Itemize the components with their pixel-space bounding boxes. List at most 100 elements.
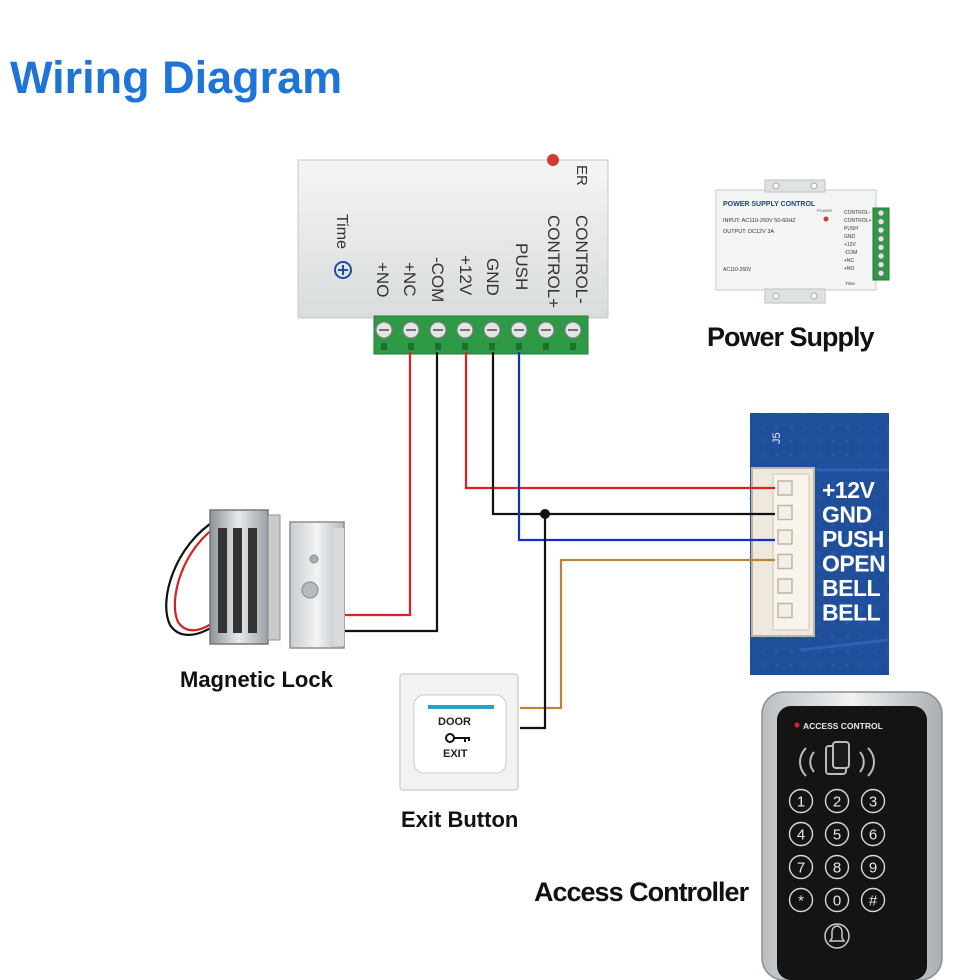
board-pin-label: PUSH [822, 526, 884, 552]
terminal-screw [877, 226, 885, 234]
rfid-icon [799, 741, 875, 777]
board-pin-hole [777, 504, 793, 521]
terminal-screw [877, 269, 885, 277]
keypad-key-label: 1 [797, 794, 805, 811]
wire-black-gnd-board [491, 352, 775, 516]
psu-terminal-label: CONTROL+ [544, 215, 563, 308]
keypad-brand: ACCESS CONTROL [803, 721, 883, 731]
label-magnetic-lock: Magnetic Lock [180, 667, 334, 692]
exit-button-line2: EXIT [443, 748, 468, 760]
psu-terminal-label: +12V [456, 255, 475, 296]
psu-photo-terminal-label: +NC [844, 258, 855, 264]
time-adjust-icon [334, 261, 352, 279]
psu-terminal-label: PUSH [512, 243, 531, 290]
terminal-screw [456, 321, 474, 350]
terminal-screw [877, 261, 885, 269]
psu-top-text: ER [573, 165, 590, 186]
wire-black-gnd-exit [520, 514, 547, 730]
keypad-key[interactable]: 8 [824, 854, 850, 880]
board-connector-mark: J5 [771, 432, 783, 444]
terminal-screw [877, 252, 885, 260]
wire-red-nc-lock [345, 352, 412, 617]
label-exit-button: Exit Button [401, 807, 518, 832]
bell-icon [824, 923, 850, 949]
board-pin-label: GND [822, 502, 872, 528]
psu-photo-input: INPUT: AC110-260V 50-60HZ [723, 218, 796, 224]
psu-time-label: Time [333, 214, 350, 249]
power-supply-module: ER CONTROL- CONTROL+ PUSH GND +12V -COM … [297, 154, 609, 355]
keypad-key[interactable]: 0 [824, 887, 850, 913]
terminal-screw [564, 321, 582, 350]
keypad-key[interactable]: 6 [860, 821, 886, 847]
wires [345, 352, 775, 730]
terminal-screw [510, 321, 528, 350]
terminal-screw [402, 321, 420, 350]
psu-photo-terminal-label: +12V [844, 242, 856, 248]
exit-button-line1: DOOR [438, 716, 471, 728]
keypad-key-label: 6 [869, 827, 877, 844]
keypad-key-label: 4 [797, 827, 805, 844]
keypad-key-label: # [869, 893, 878, 910]
wire-junction [540, 509, 550, 519]
terminal-screw [375, 321, 393, 350]
wire-blue-push-board [517, 352, 775, 542]
keypad-key[interactable]: # [860, 887, 886, 913]
psu-photo-terminal-label: +NO [844, 266, 855, 272]
board-pin-hole [777, 553, 793, 570]
psu-photo-output: OUTPUT: DC12V 3A [723, 229, 774, 235]
keypad-key-label: 8 [833, 860, 841, 877]
terminal-screw [877, 209, 885, 217]
keypad-key[interactable]: 3 [860, 788, 886, 814]
terminal-screw [877, 243, 885, 251]
label-access-controller: Access Controller [534, 877, 750, 907]
psu-photo-terminal-label: CONTROL- [844, 210, 870, 216]
psu-terminal-label: GND [483, 258, 502, 296]
keypad-key[interactable]: * [788, 887, 814, 913]
keypad-key[interactable]: 2 [824, 788, 850, 814]
board-pin-hole [777, 529, 793, 545]
psu-terminal-label: -COM [428, 257, 447, 302]
wire-black-com-lock [345, 352, 439, 633]
psu-photo-time-label: Time [845, 281, 855, 286]
keypad-key-label: * [798, 893, 804, 910]
psu-photo-heading: POWER SUPPLY CONTROL [723, 201, 816, 208]
keypad-key-label: 2 [833, 794, 841, 811]
keypad-key-label: 3 [869, 794, 877, 811]
keypad-key-label: 7 [797, 860, 805, 877]
access-keypad: ACCESS CONTROL 1 2 3 4 5 6 7 8 9 * 0 # [761, 691, 943, 980]
keypad-key[interactable]: 9 [860, 854, 886, 880]
magnetic-lock [165, 509, 345, 649]
keypad-key[interactable]: 1 [788, 788, 814, 814]
terminal-screw [537, 321, 555, 350]
psu-photo-terminal-label: PUSH [844, 226, 858, 232]
key-icon [445, 733, 470, 743]
board-pin-hole [777, 578, 793, 594]
psu-photo-terminal-label: CONTROL+ [844, 218, 871, 224]
power-led-icon [547, 154, 559, 166]
board-pin-hole [777, 602, 793, 619]
board-pin-hole [777, 480, 793, 496]
wire-brown-open-exit [520, 558, 775, 710]
psu-photo-terminal-label: -COM [844, 250, 857, 256]
board-pin-label: BELL [822, 600, 881, 626]
keypad-key-label: 0 [833, 893, 841, 910]
psu-terminal-label: +NC [400, 262, 419, 296]
wire-red-12v-board [464, 352, 775, 490]
exit-button: DOOR EXIT [399, 673, 519, 791]
keypad-key[interactable]: 4 [788, 821, 814, 847]
board-pin-label: OPEN [822, 551, 885, 577]
keypad-key-label: 9 [869, 860, 877, 877]
terminal-screw [429, 321, 447, 350]
keypad-key[interactable]: 5 [824, 821, 850, 847]
psu-terminal-label: CONTROL- [572, 215, 591, 304]
psu-photo-terminal-label: GND [844, 234, 856, 240]
keypad-key[interactable]: 7 [788, 854, 814, 880]
keypad-key-label: 5 [833, 827, 841, 844]
board-pin-label: BELL [822, 575, 881, 601]
psu-photo-power-led-label: POWER [817, 208, 832, 213]
terminal-screw [483, 321, 501, 350]
terminal-screw [877, 235, 885, 243]
board-pin-label: +12V [822, 477, 876, 503]
